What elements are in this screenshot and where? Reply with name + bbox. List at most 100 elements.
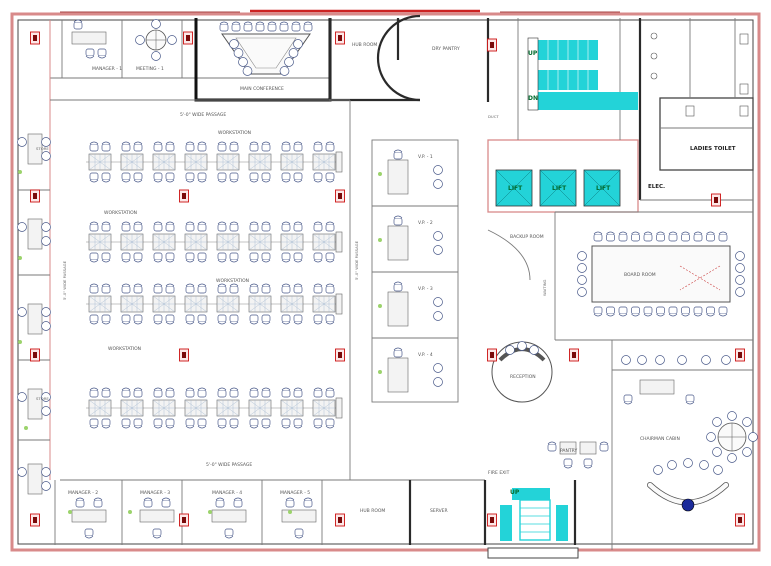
workstation-chair (261, 314, 271, 325)
workstation-chair (185, 387, 195, 398)
boardroom-chair (735, 263, 745, 273)
workstation-chair (313, 141, 323, 152)
workstation-chair (153, 221, 163, 232)
label-reception: RECEPTION (510, 374, 536, 380)
workstation-chair (133, 141, 143, 152)
workstation-chair (261, 141, 271, 152)
manager-desks (71, 19, 317, 539)
workstation-chair (89, 252, 99, 263)
left-cabin-desk (27, 133, 43, 165)
label-chairman-cabin: CHAIRMAN CABIN (640, 436, 680, 442)
workstation-chair (153, 252, 163, 263)
workstation-cluster (312, 399, 336, 417)
label-vertical-mid: 5'-0" WIDE PASSAGE (354, 240, 359, 280)
boardroom-chair (735, 275, 745, 285)
manager-guest-chair (215, 497, 225, 508)
workstation-chair (89, 283, 99, 294)
workstation-chair (293, 283, 303, 294)
workstation-chair (185, 418, 195, 429)
workstation-chair (197, 141, 207, 152)
workstation-chair (121, 283, 131, 294)
workstation-chair (165, 221, 175, 232)
workstation-chair (281, 314, 291, 325)
workstation-chair (261, 221, 271, 232)
workstation-chair (121, 141, 131, 152)
label-manager-2: MANAGER - 2 (68, 490, 98, 496)
boardroom-chair (735, 287, 745, 297)
workstation-chair (121, 387, 131, 398)
workstation-chair (89, 221, 99, 232)
boardroom-chair (718, 306, 728, 317)
vp-guest-chair (433, 245, 443, 255)
workstation-chair (325, 252, 335, 263)
lounge-sofas (621, 355, 731, 405)
workstation-chair (229, 387, 239, 398)
workstation-chair (249, 387, 259, 398)
workstation-chair (101, 172, 111, 183)
workstation-cluster (280, 233, 304, 251)
workstation-chair (153, 141, 163, 152)
workstation-chair (153, 172, 163, 183)
manager-desk (139, 509, 175, 523)
workstation-chair (185, 283, 195, 294)
left-cabin-chair (41, 222, 51, 232)
workstation-chair (165, 387, 175, 398)
workstation-chair (325, 141, 335, 152)
label-vp-2: V.P. - 2 (418, 220, 433, 226)
conference-chair (279, 21, 289, 32)
stair-core-bottom (500, 488, 568, 541)
workstation-chair (313, 314, 323, 325)
workstation-chair (153, 314, 163, 325)
left-cabin-chair (17, 222, 27, 232)
manager-guest-chair (97, 48, 107, 59)
workstation-cluster (216, 153, 240, 171)
vp-desk (387, 291, 409, 327)
workstation-chair (153, 283, 163, 294)
workstation-chair (261, 387, 271, 398)
vp-chair (393, 215, 403, 226)
boardroom-chair (668, 306, 678, 317)
label-lift-2: LIFT (552, 185, 567, 192)
workstation-cluster (216, 399, 240, 417)
label-backup-room: BACKUP ROOM (510, 234, 544, 240)
workstation-chair (101, 418, 111, 429)
manager-guest-chair (161, 497, 171, 508)
boardroom-chair (643, 231, 653, 242)
workstation-cluster (88, 233, 112, 251)
workstation-cluster (280, 295, 304, 313)
label-vp-4: V.P. - 4 (418, 352, 433, 358)
conference-chair (293, 39, 303, 49)
conference-chair (229, 39, 239, 49)
workstation-cluster (120, 233, 144, 251)
vp-chair (393, 149, 403, 160)
boardroom-chair (631, 306, 640, 317)
workstation-chair (185, 141, 195, 152)
workstation-chair (293, 172, 303, 183)
label-waiting: WAITING (542, 279, 547, 296)
workstation-chair (249, 172, 259, 183)
workstation-chair (249, 221, 259, 232)
workstation-cluster (280, 153, 304, 171)
label-server: SERVER (430, 508, 448, 514)
manager-chair (73, 19, 83, 30)
boardroom-chair (606, 306, 615, 317)
workstation-cluster (248, 233, 272, 251)
workstation-chair (293, 141, 303, 152)
conference-chair (255, 21, 265, 32)
manager-guest-chair (75, 497, 85, 508)
boardroom-chair (577, 287, 587, 297)
workstation-chair (325, 418, 335, 429)
workstation-chair (165, 172, 175, 183)
building-shell (10, 9, 761, 559)
workstation-chair (325, 221, 335, 232)
manager-chair (224, 528, 234, 539)
boardroom-chair (643, 306, 653, 317)
manager-guest-chair (303, 497, 313, 508)
label-left-cabin-2: STORE (36, 396, 49, 401)
workstation-cluster (120, 399, 144, 417)
boardroom-chair (618, 306, 628, 317)
label-conference: MAIN CONFERENCE (240, 86, 284, 92)
workstation-chair (261, 172, 271, 183)
workstation-chair (89, 387, 99, 398)
workstation-chair (185, 314, 195, 325)
